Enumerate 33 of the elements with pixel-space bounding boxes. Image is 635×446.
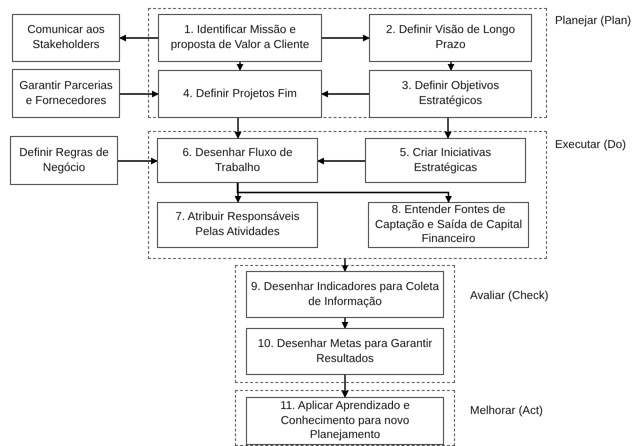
arrow [342,259,348,272]
arrow [120,90,159,98]
arrow [317,158,365,164]
process-box: 9. Desenhar Indicadores para Coleta de Informação [246,271,444,318]
arrow [342,318,348,329]
arrow [444,118,452,139]
process-box: 6. Desenhar Fluxo de Trabalho [157,138,318,183]
arrow [322,34,370,42]
arrow [234,183,242,203]
phase-label: Planejar (Plan) [555,15,632,27]
process-box: 4. Definir Projetos Fim [158,70,322,118]
arrow [119,34,158,42]
process-box: Definir Regras de Negócio [10,136,118,185]
arrow [321,90,369,98]
process-box: 8. Entender Fontes de Captação e Saída de Capital Financeiro [368,202,529,248]
phase-label: Melhorar (Act) [470,405,543,417]
process-box: 10. Desenhar Metas para Garantir Resultados [246,328,444,375]
process-box: 7. Atribuir Responsáveis Pelas Atividades [157,202,318,248]
arrow [234,118,242,139]
arrow [236,62,244,71]
process-box: 2. Definir Visão de Longo Prazo [369,14,532,62]
process-box: 11. Aplicar Aprendizado e Conhecimento para novo Planejamento [246,397,444,445]
process-box: Garantir Parcerias e Fornecedores [12,69,120,118]
arrow [236,183,452,203]
phase-label: Avaliar (Check) [470,290,548,302]
phase-label: Executar (Do) [555,139,626,151]
arrow [448,62,454,71]
process-box: 1. Identificar Missão e proposta de Valor a Cliente [158,14,322,62]
process-box: Comunicar aos Stakeholders [12,14,120,62]
process-box: 3. Definir Objetivos Estratégicos [369,70,532,118]
process-box: 5. Criar Iniciativas Estratégicas [365,138,526,183]
arrow [342,375,348,398]
arrow [118,158,158,164]
